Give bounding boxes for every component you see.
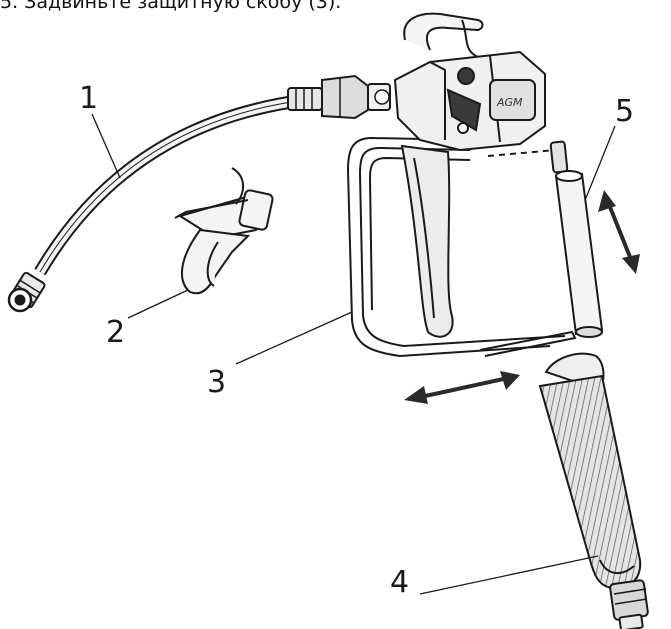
callout-label-2: 2 [106, 315, 126, 350]
tip-guard-part [174, 167, 274, 295]
callout-leader-lines [91, 113, 616, 595]
step-instruction: 5. Задвиньте защитную скобу (3). [0, 0, 342, 13]
callout-label-1: 1 [79, 81, 99, 116]
filter-part [487, 140, 604, 338]
spray-gun-body: AGM [393, 12, 546, 338]
callout-label-3: 3 [207, 365, 227, 400]
callout-label-4: 4 [390, 565, 410, 600]
svg-text:AGM: AGM [496, 96, 523, 109]
handle-part [538, 352, 649, 629]
trigger-guard-part [346, 136, 577, 358]
double-arrow-horizontal-icon [404, 371, 520, 404]
hose-part [7, 74, 391, 313]
double-arrow-vertical-icon [598, 190, 640, 274]
callout-label-5: 5 [615, 94, 635, 129]
